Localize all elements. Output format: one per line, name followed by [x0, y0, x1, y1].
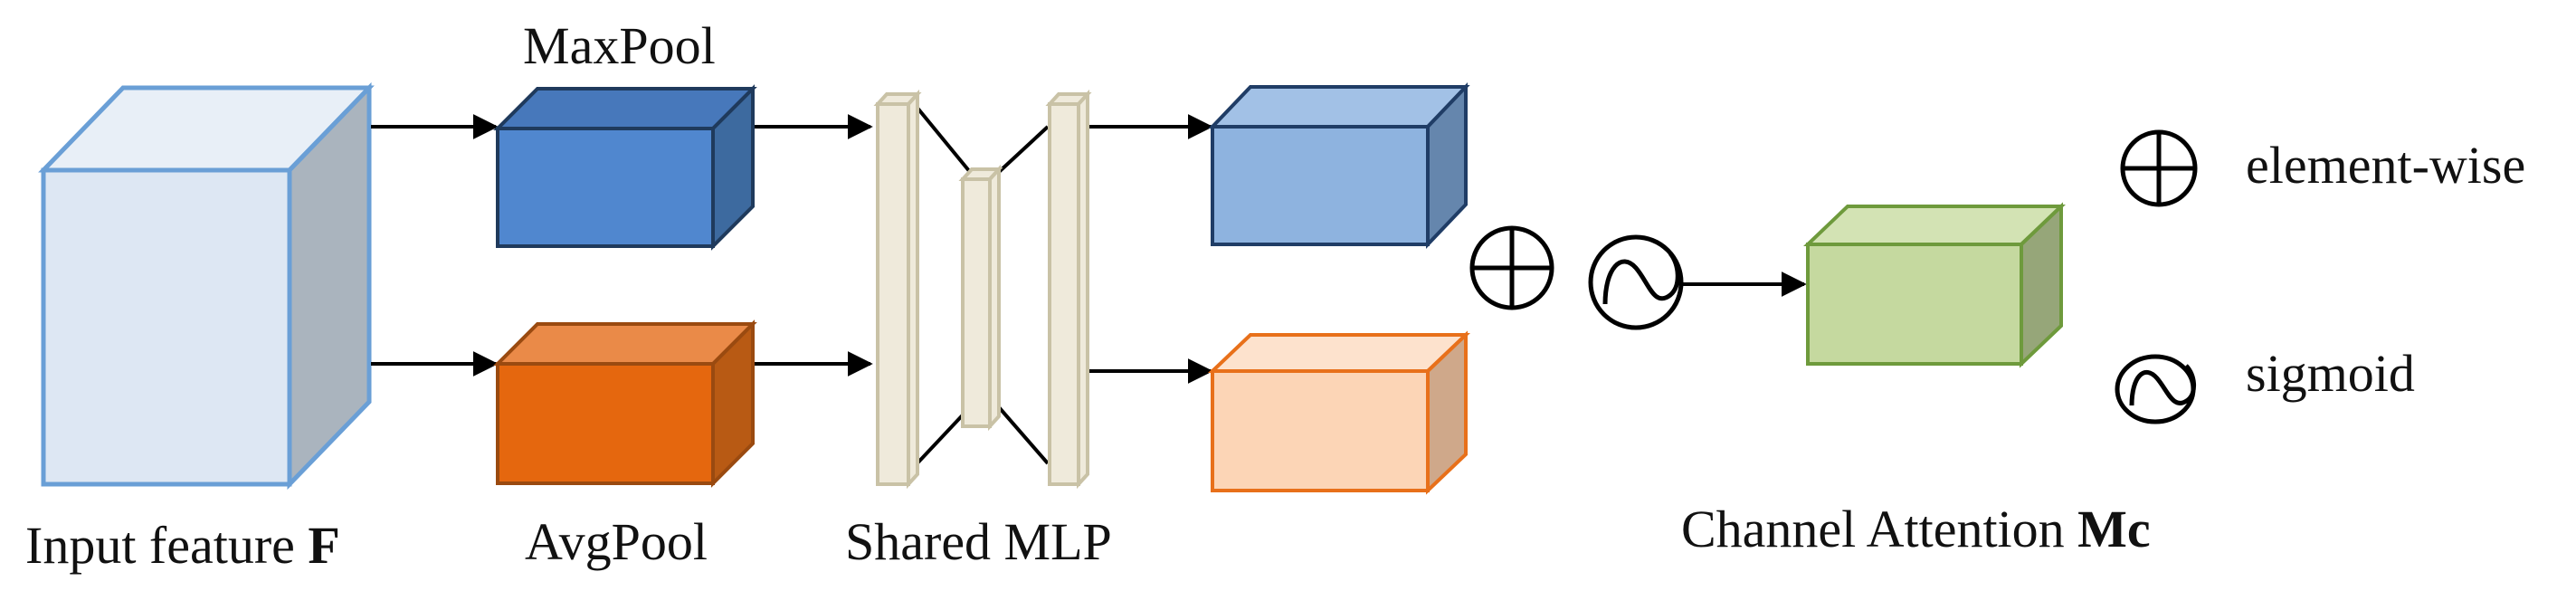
maxpool-top: [493, 87, 757, 130]
output-orange-top: [1208, 333, 1470, 373]
mlp-link-2: [910, 405, 972, 471]
mlp-layer-3-front: [1048, 102, 1080, 486]
channel-attention-text: Channel Attention: [1681, 500, 2077, 558]
input-feature-text: Input feature: [25, 516, 308, 575]
shared-mlp: [873, 89, 1092, 490]
mlp-layer-2-front: [961, 177, 992, 428]
input-feature-cube: [38, 81, 375, 491]
mlp-layer-1: [873, 89, 922, 490]
attention-top: [1803, 205, 2066, 246]
avgpool-top: [493, 322, 757, 366]
output-blue-front: [1211, 125, 1430, 246]
mlp-layer-3: [1045, 89, 1092, 490]
output-avgpool-block: [1208, 330, 1470, 495]
input-feature-label: Input feature F: [25, 516, 340, 575]
channel-attention-symbol: Mc: [2077, 500, 2151, 558]
maxpool-front: [496, 127, 715, 248]
attention-front: [1806, 243, 2023, 366]
element-wise-sum-icon: [1469, 225, 1554, 310]
legend-element-wise-label: element-wise: [2246, 136, 2525, 195]
sigmoid-icon: [1588, 234, 1684, 330]
channel-attention-block: [1803, 202, 2066, 368]
mlp-layer-2: [958, 164, 1003, 432]
input-feature-symbol: F: [308, 516, 339, 575]
channel-attention-label: Channel Attention Mc: [1681, 500, 2151, 558]
mlp-link-4: [997, 405, 1050, 465]
maxpool-label: MaxPool: [523, 16, 716, 75]
input-cube-front: [41, 167, 292, 487]
mlp-connections: [910, 100, 1050, 471]
legend-sigmoid-label: sigmoid: [2246, 344, 2415, 403]
legend-sigmoid-icon: [2115, 354, 2196, 424]
mlp-link-3: [997, 125, 1050, 174]
output-blue-top: [1208, 85, 1470, 129]
legend-plus-icon: [2120, 129, 2198, 207]
mlp-link-1: [910, 100, 972, 174]
avgpool-front: [496, 362, 715, 485]
avgpool-block: [493, 319, 757, 488]
maxpool-block: [493, 84, 757, 251]
shared-mlp-label: Shared MLP: [845, 512, 1112, 571]
output-orange-front: [1211, 369, 1430, 492]
mlp-layer-1-front: [876, 102, 910, 486]
avgpool-label: AvgPool: [525, 512, 708, 571]
output-maxpool-block: [1208, 82, 1470, 249]
